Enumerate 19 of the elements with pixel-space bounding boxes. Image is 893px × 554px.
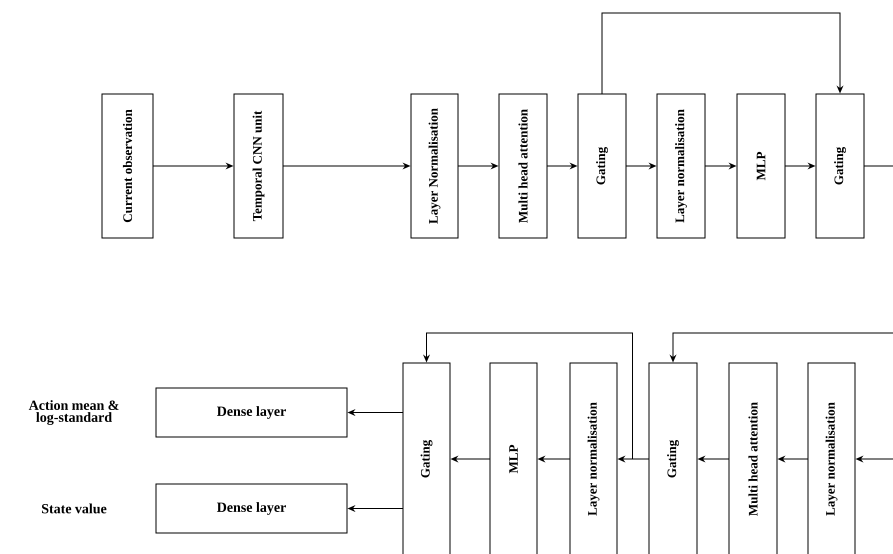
layer-box: Current observation (102, 94, 154, 238)
layer-box: MLP (490, 362, 538, 554)
dense-layer-box: Dense layer (156, 484, 348, 534)
layer-box: Layer normalisation (656, 94, 706, 238)
output-label: State value (42, 504, 106, 514)
layer-box: Gating (578, 94, 626, 238)
layer-box: Gating (816, 94, 864, 238)
layer-box: Layer normalisation (808, 362, 856, 554)
layer-box: Temporal CNN unit (234, 94, 284, 238)
arrow (602, 12, 844, 94)
dense-layer-box: Dense layer (156, 388, 348, 438)
layer-box: Layer normalisation (570, 362, 618, 554)
layer-box: Layer Normalisation (410, 94, 458, 238)
layer-box: Multi head attention (498, 94, 548, 238)
layer-box: Gating (402, 362, 450, 554)
layer-box: Gating (648, 362, 698, 554)
layer-box: Multi head attention (728, 362, 778, 554)
output-label: Action mean & log-standard (28, 400, 119, 425)
layer-box: MLP (736, 94, 786, 238)
